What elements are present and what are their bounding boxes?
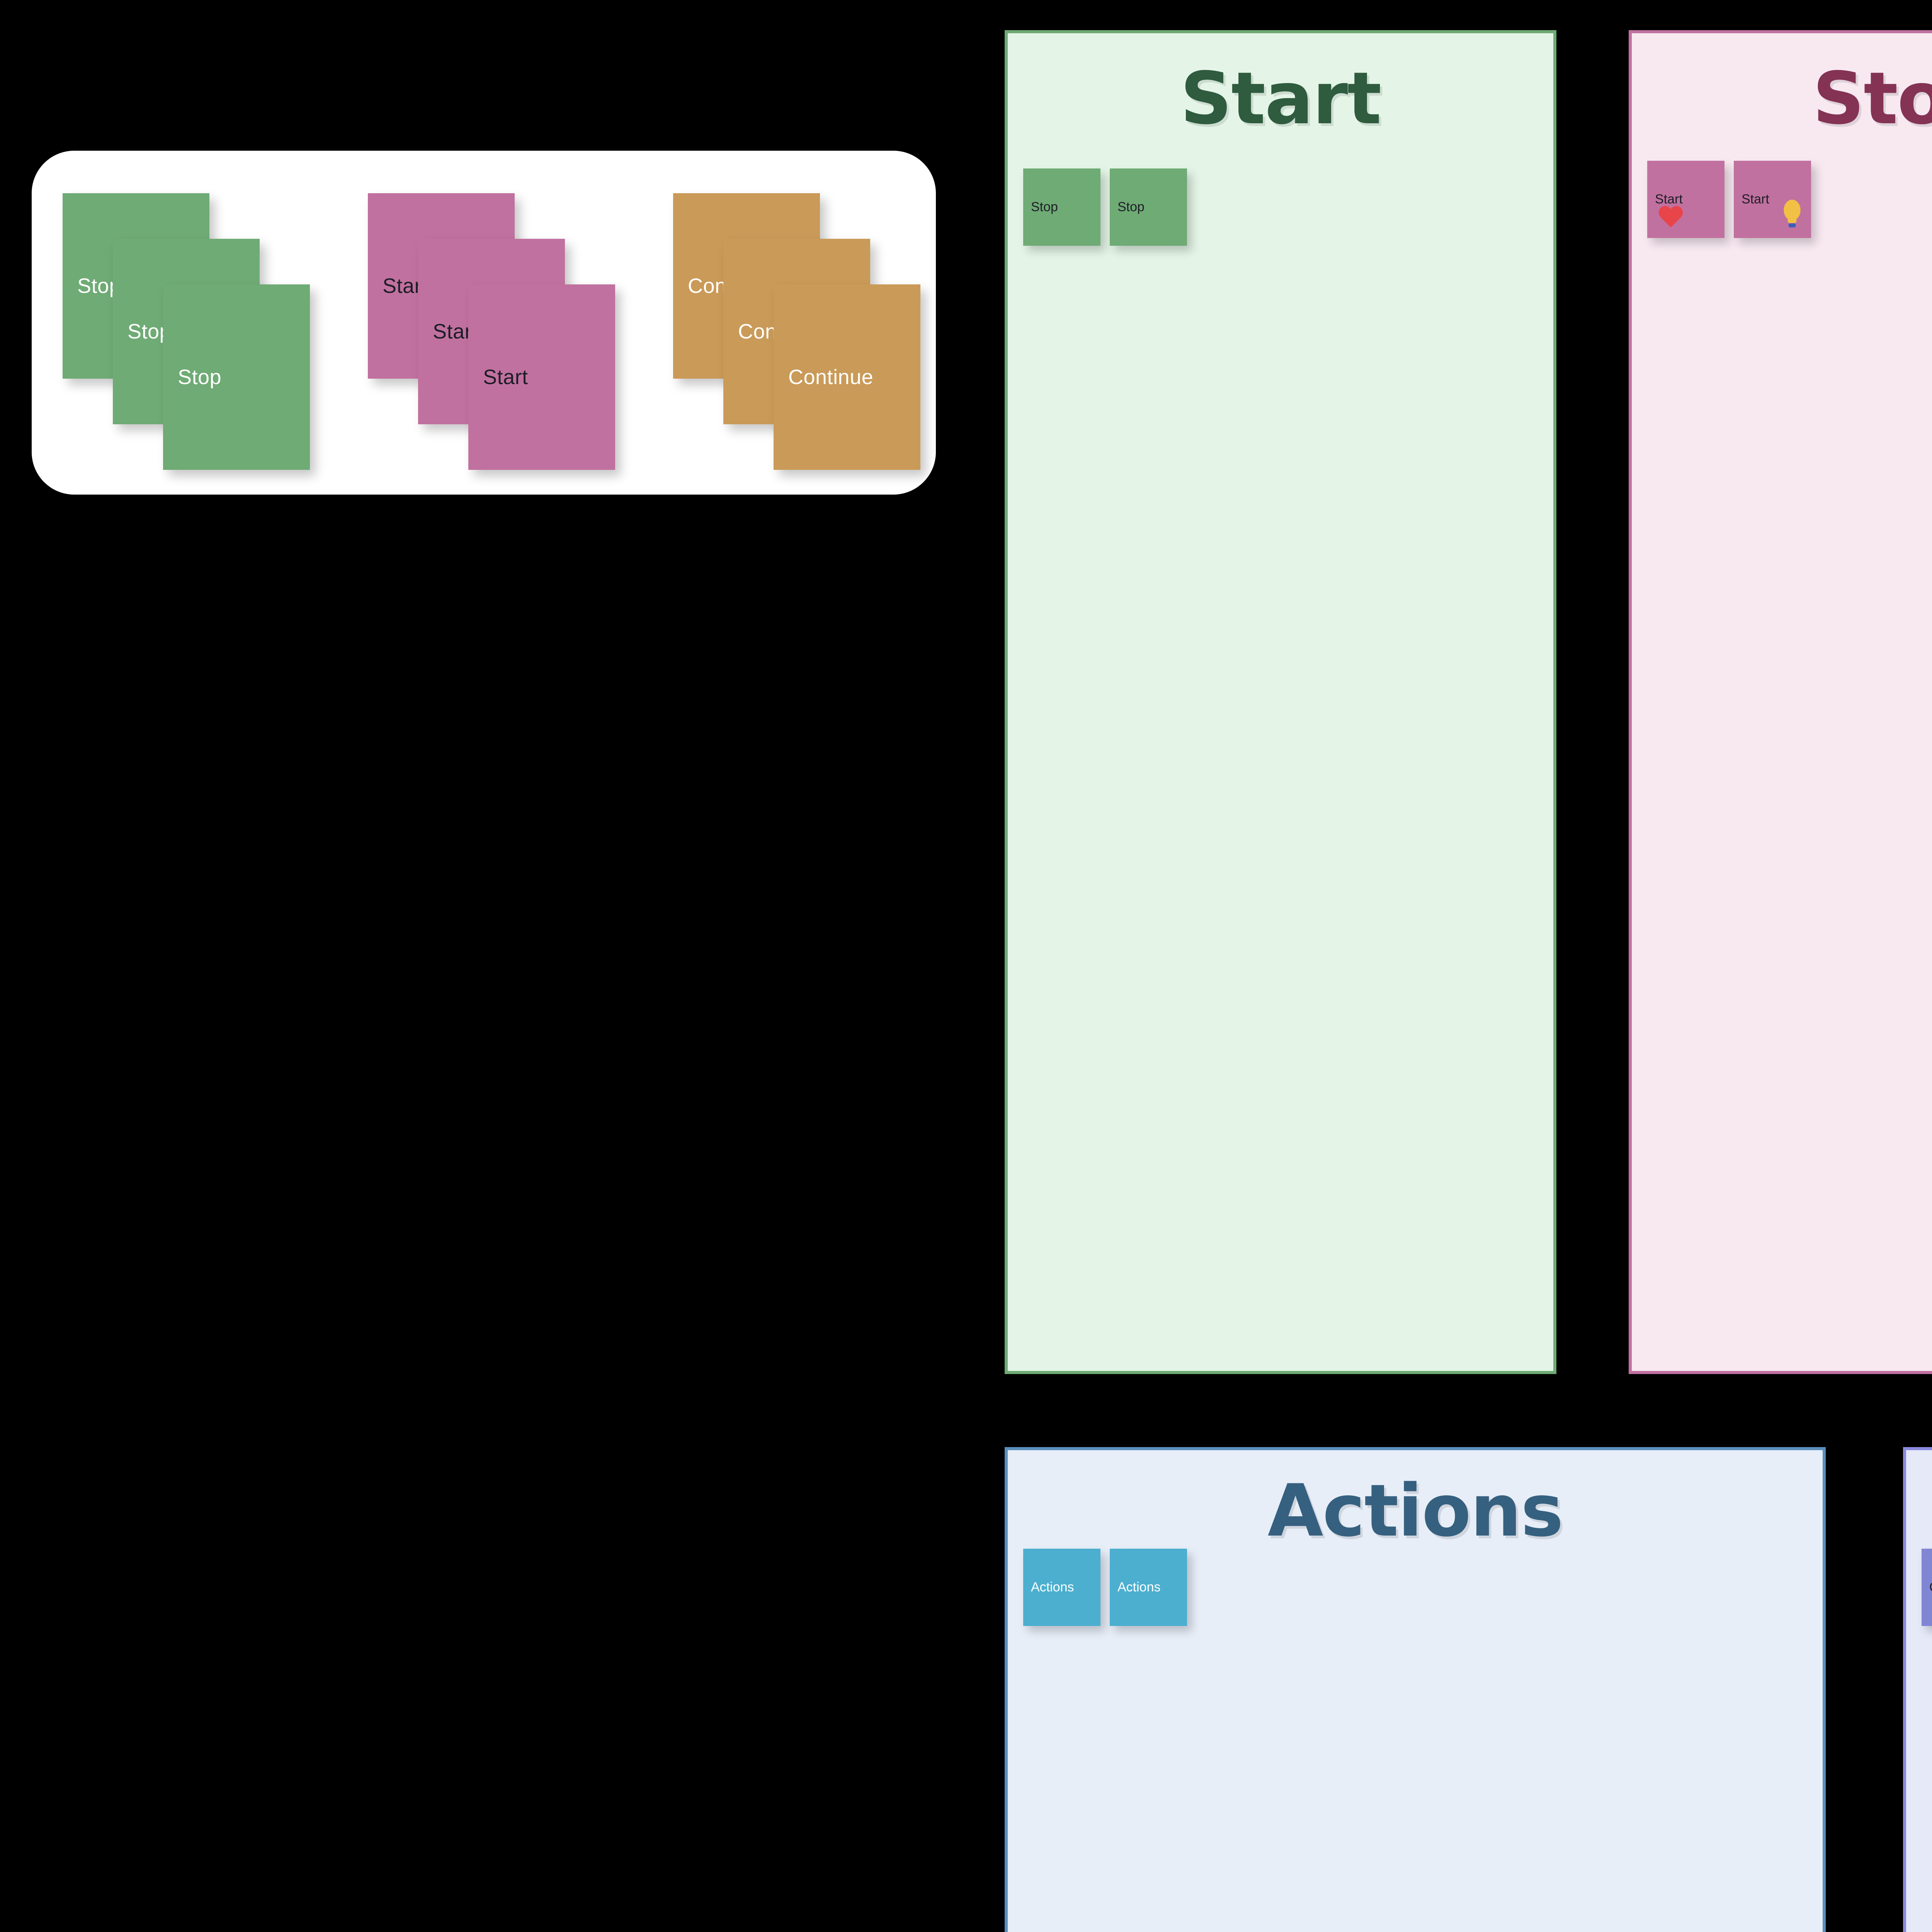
column-title-start: Start	[1180, 56, 1381, 140]
column-start: Start Stop Stop	[1005, 30, 1556, 1374]
column-cards-start: Stop Stop	[1023, 168, 1187, 246]
note-card[interactable]: Questions	[1922, 1549, 1932, 1626]
tray-card-label: Stop	[178, 366, 222, 389]
lightbulb-sticker[interactable]	[1780, 197, 1804, 233]
tray-card-label: Start	[483, 366, 528, 389]
note-label: Stop	[1117, 199, 1145, 214]
note-label: Actions	[1117, 1580, 1161, 1595]
tray-card[interactable]: Continue	[774, 284, 920, 470]
note-label: Start	[1655, 192, 1683, 207]
tray-card[interactable]: Stop	[163, 284, 310, 470]
column-title-questions: Questions	[1906, 1469, 1932, 1553]
column-questions: Questions Questions Questions	[1903, 1447, 1932, 1932]
note-card[interactable]: Actions	[1110, 1549, 1187, 1626]
note-label: Actions	[1031, 1580, 1074, 1595]
column-cards-actions: Actions Actions	[1023, 1549, 1187, 1626]
note-card[interactable]: Stop	[1023, 168, 1100, 246]
note-label: Stop	[1031, 199, 1058, 214]
column-title-actions: Actions	[1267, 1469, 1564, 1553]
column-actions: Actions Actions Actions	[1005, 1447, 1826, 1932]
column-cards-stop: Start Start	[1647, 161, 1811, 238]
column-stop: Stop Start Start	[1629, 30, 1932, 1374]
note-label: Questions	[1929, 1580, 1932, 1595]
note-label: Start	[1742, 192, 1769, 207]
note-card[interactable]: Start	[1734, 161, 1811, 238]
note-card[interactable]: Start	[1647, 161, 1725, 238]
note-card[interactable]: Actions	[1023, 1549, 1100, 1626]
note-card[interactable]: Stop	[1110, 168, 1187, 246]
column-title-stop: Stop	[1813, 56, 1932, 140]
tray-card-label: Continue	[788, 366, 874, 389]
card-tray: Stop Stop Stop Start Start Start Continu…	[32, 151, 936, 495]
tray-card[interactable]: Start	[468, 284, 615, 470]
column-cards-questions: Questions Questions	[1922, 1549, 1932, 1626]
